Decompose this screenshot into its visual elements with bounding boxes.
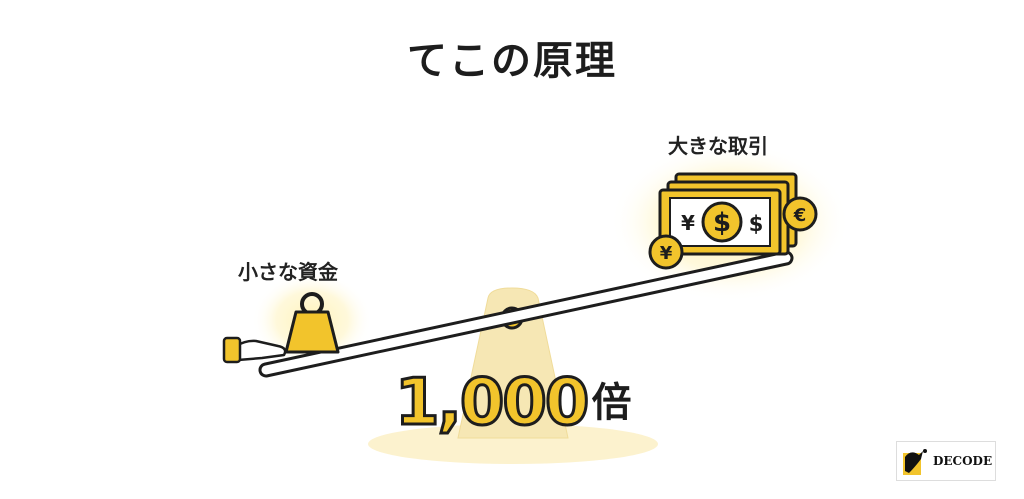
banknote-icon: $ ¥ $ [658,172,798,256]
euro-coin-icon: € [782,196,818,232]
yen-coin-icon: ¥ [648,234,684,270]
decode-logo: DECODE [896,441,996,481]
banknote-dollar-center: $ [713,208,731,238]
banknote-dollar-symbol: $ [749,212,764,236]
small-funds-label: 小さな資金 [238,260,338,284]
logo-mark-icon [903,449,927,475]
fulcrum-base-glow [368,424,658,464]
yen-symbol: ¥ [660,243,673,264]
logo-text: DECODE [933,454,993,468]
multiplier-unit: 倍 [591,380,632,426]
banknote-yen-symbol: ¥ [681,211,695,235]
weight-icon [284,292,340,354]
euro-symbol: € [793,205,807,226]
hand-icon [222,336,287,364]
page-title: てこの原理 [407,38,617,84]
big-trade-label: 大きな取引 [668,134,768,158]
multiplier-value: 1,000 [393,365,590,442]
